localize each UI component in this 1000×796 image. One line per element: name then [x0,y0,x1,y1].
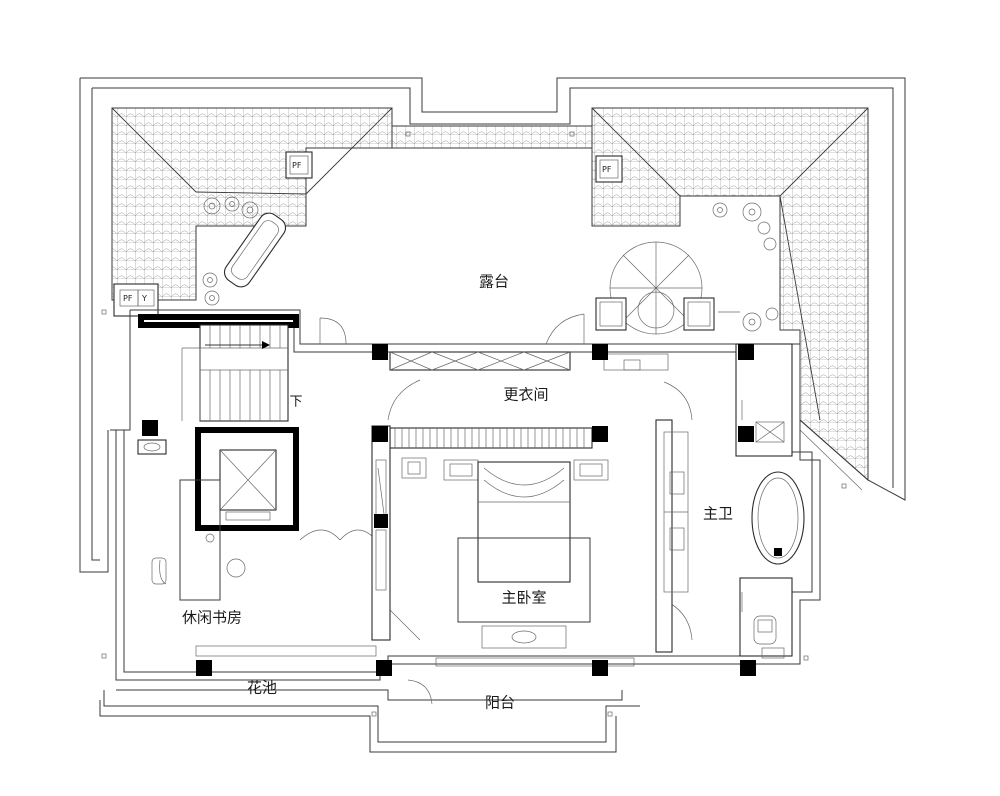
pf-y-tag: PF Y [113,283,159,317]
label-study: 休闲书房 [181,608,243,627]
exterior-walls [99,309,821,753]
svg-text:PF: PF [602,165,612,174]
svg-text:PF: PF [292,161,302,170]
dressing-wardrobe [389,351,669,371]
roof-tile-right [591,107,869,482]
plant-group-right [712,202,779,332]
pf-tag-left: PF [285,151,313,179]
elevator [195,427,299,543]
interior-partitions [371,343,793,653]
label-master-bath: 主卫 [702,504,734,523]
label-terrace: 露台 [478,272,510,291]
toilet [739,577,793,659]
label-stair-down: 下 [289,394,303,410]
staircase [138,314,299,422]
sun-lounger [223,212,287,288]
svg-text:Y: Y [141,294,147,303]
label-master-bedroom: 主卧室 [501,588,547,607]
bedroom-furniture [389,427,635,667]
bathtub [751,471,805,565]
columns [142,344,756,676]
roof-tile-center [391,125,593,149]
study-furniture [137,439,377,657]
round-table-set [595,241,740,335]
label-dressing-room: 更衣间 [503,385,549,404]
label-planter: 花池 [246,678,278,697]
svg-text:PF: PF [123,294,133,303]
drain-marks [101,131,847,717]
pf-tag-right: PF [595,155,623,183]
roof-outline [79,77,906,573]
plant-group-left [202,196,259,306]
label-balcony: 阳台 [484,693,516,712]
